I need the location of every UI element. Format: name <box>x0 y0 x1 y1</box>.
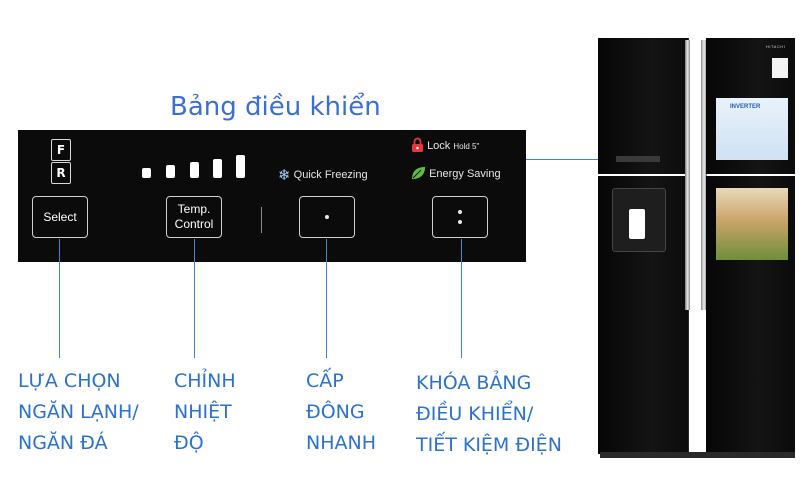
callout-lock-energy: KHÓA BẢNG ĐIỀU KHIỂN/ TIẾT KIỆM ĐIỆN <box>416 368 562 461</box>
temp-control-button[interactable]: Temp. Control <box>166 196 222 238</box>
right-handle <box>701 40 707 310</box>
lock-indicator: Lock Hold 5" <box>411 137 479 152</box>
temp-level-segment <box>166 165 175 178</box>
callout-line: TIẾT KIỆM ĐIỆN <box>416 434 562 456</box>
callout-temp: CHỈNH NHIỆT ĐỘ <box>174 366 236 459</box>
callout-line: CHỈNH <box>174 370 236 392</box>
temp-level-segment <box>236 155 245 178</box>
callout-line: ĐỘ <box>174 432 204 454</box>
select-callout-line <box>59 239 60 358</box>
single-dot-icon <box>325 215 329 219</box>
callout-line: KHÓA BẢNG <box>416 372 532 394</box>
inverter-label: INVERTER <box>730 104 761 110</box>
freezer-indicator: F <box>51 139 71 161</box>
dispenser-slot <box>629 209 645 239</box>
temp-callout-line <box>194 239 195 358</box>
callout-quick-freezing: CẤP ĐÔNG NHANH <box>306 366 376 459</box>
brand-logo: HITACHI <box>766 44 786 49</box>
quick-freezing-callout-line <box>326 239 327 358</box>
dot-icon <box>458 210 462 214</box>
callout-line: CẤP <box>306 370 344 392</box>
promo-sticker <box>716 188 788 260</box>
inverter-sticker: INVERTER <box>716 98 788 160</box>
temp-control-label-line1: Temp. <box>177 202 211 216</box>
panel-to-fridge-connector <box>526 159 614 160</box>
lock-energy-button[interactable] <box>432 196 488 238</box>
callout-line: NHIỆT <box>174 401 232 423</box>
callout-line: NHANH <box>306 432 376 454</box>
quick-freezing-button[interactable] <box>299 196 355 238</box>
energy-saving-indicator: Energy Saving <box>410 166 501 180</box>
callout-select: LỰA CHỌN NGĂN LẠNH/ NGĂN ĐÁ <box>18 366 139 459</box>
fridge-base <box>600 452 795 458</box>
lock-callout-line <box>461 239 462 358</box>
temp-level-segment <box>190 162 199 178</box>
energy-saving-label: Energy Saving <box>429 168 501 180</box>
select-button-label: Select <box>43 209 77 224</box>
leaf-icon <box>412 167 425 179</box>
left-handle <box>685 40 690 310</box>
callout-line: NGĂN ĐÁ <box>18 432 108 454</box>
quick-freezing-label: Quick Freezing <box>293 169 368 181</box>
temp-level-segment <box>213 159 222 178</box>
callout-line: LỰA CHỌN <box>18 370 121 392</box>
callout-line: ĐIỀU KHIỂN/ <box>416 403 534 425</box>
water-dispenser <box>612 188 666 252</box>
energy-label-sticker <box>772 58 788 78</box>
panel-divider <box>261 207 262 233</box>
callout-line: NGĂN LẠNH/ <box>18 401 139 423</box>
lock-hold-label: Hold 5" <box>453 142 480 151</box>
left-upper-door <box>598 38 689 174</box>
refrigerator-image: HITACHI INVERTER <box>596 36 797 460</box>
dot-icon <box>458 220 462 224</box>
fridge-indicator: R <box>51 162 71 184</box>
select-button[interactable]: Select <box>32 196 88 238</box>
lock-icon <box>412 137 423 152</box>
lock-label: Lock <box>427 140 451 152</box>
fridge-control-strip <box>616 156 660 162</box>
panel-title: Bảng điều khiển <box>170 92 381 122</box>
quick-freezing-indicator: ❄ Quick Freezing <box>278 166 368 184</box>
temp-level-segment <box>142 168 151 178</box>
snowflake-icon: ❄ <box>278 166 291 184</box>
callout-line: ĐÔNG <box>306 401 365 423</box>
temp-control-label-line2: Control <box>174 217 214 231</box>
